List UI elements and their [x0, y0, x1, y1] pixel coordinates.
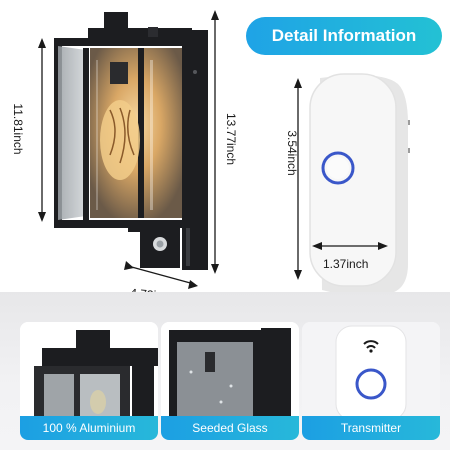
- aluminium-closeup-image: [20, 322, 158, 416]
- receiver-illustration: [294, 73, 410, 297]
- feature-card-aluminium: 100 % Aluminium: [20, 322, 158, 440]
- feature-card-transmitter: Transmitter: [302, 322, 440, 440]
- lamp-height-tall-label: 13.77inch: [224, 112, 238, 166]
- receiver-width-label: 1.37inch: [323, 257, 369, 271]
- wall-lamp-illustration: [38, 10, 219, 289]
- transmitter-closeup-image: [302, 322, 440, 416]
- lamp-height-short-label: 11.81inch: [11, 103, 25, 155]
- receiver-height-label: 3.54inch: [285, 130, 299, 176]
- feature-card-seeded-glass: Seeded Glass: [161, 322, 299, 440]
- feature-label-aluminium: 100 % Aluminium: [20, 416, 158, 440]
- detail-information-title: Detail Information: [271, 26, 417, 45]
- seeded-glass-closeup-image: [161, 322, 299, 416]
- detail-information-badge: Detail Information: [246, 17, 442, 55]
- feature-label-seeded-glass: Seeded Glass: [161, 416, 299, 440]
- wireless-signal-icon: [363, 340, 379, 353]
- feature-label-transmitter: Transmitter: [302, 416, 440, 440]
